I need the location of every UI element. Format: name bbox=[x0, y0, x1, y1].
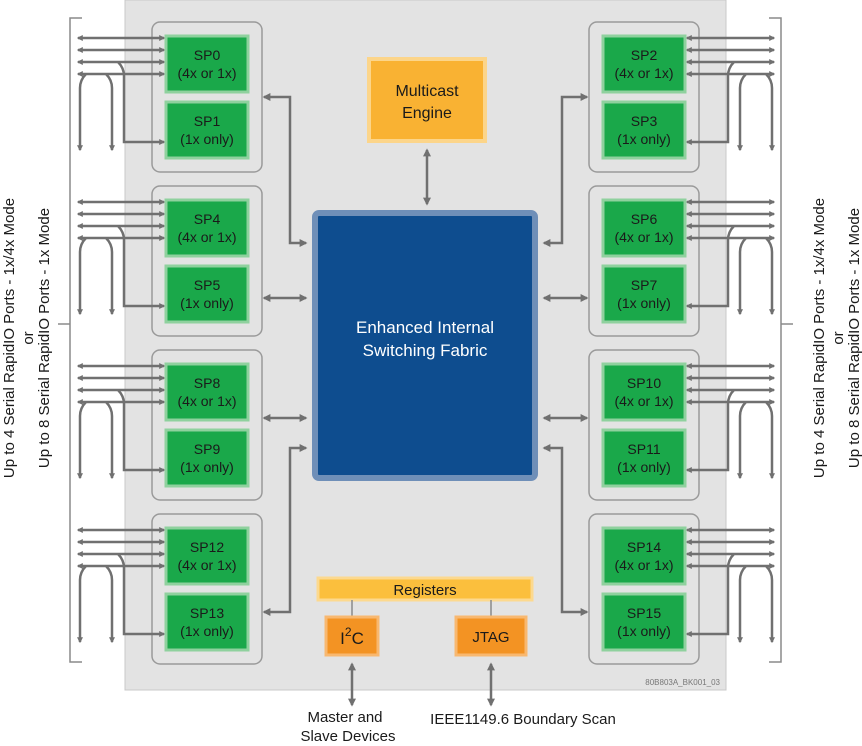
port-mode: (1x only) bbox=[617, 623, 671, 639]
left-label-line2: or bbox=[20, 331, 37, 344]
left-side-label: Up to 4 Serial RapidIO Ports - 1x/4x Mod… bbox=[1, 198, 18, 478]
serial-lanes-sp12 bbox=[76, 527, 166, 644]
port-sp12 bbox=[164, 526, 250, 586]
port-name: SP11 bbox=[627, 441, 660, 457]
left-label-line3: Up to 8 Serial RapidIO Ports - 1x Mode bbox=[36, 208, 53, 468]
sp0-fabric-link bbox=[262, 93, 308, 247]
master-slave-line2: Slave Devices bbox=[300, 728, 395, 745]
i2c-label: I2C bbox=[340, 625, 364, 648]
port-mode: (4x or 1x) bbox=[614, 393, 673, 409]
port-group-right-2 bbox=[588, 349, 700, 501]
port-mode: (1x only) bbox=[180, 131, 234, 147]
port-group-right-3 bbox=[588, 513, 700, 665]
registers-block bbox=[316, 576, 534, 602]
port-sp14 bbox=[601, 526, 687, 586]
port-mode: (4x or 1x) bbox=[614, 65, 673, 81]
right-bracket bbox=[769, 17, 782, 663]
serial-lanes-sp8 bbox=[76, 363, 166, 480]
port-group-left-1 bbox=[151, 185, 263, 337]
right-label-line2: or bbox=[830, 331, 847, 344]
port-mode: (1x only) bbox=[180, 623, 234, 639]
serial-lanes-sp2 bbox=[685, 35, 776, 152]
serial-lanes-sp14 bbox=[685, 527, 776, 644]
jtag-block bbox=[454, 615, 528, 657]
port-sp1 bbox=[164, 100, 250, 160]
registers-label: Registers bbox=[393, 582, 456, 599]
switching-fabric-block bbox=[312, 210, 538, 481]
port-mode: (1x only) bbox=[180, 295, 234, 311]
port-sp2 bbox=[601, 34, 687, 94]
port-name: SP2 bbox=[631, 47, 658, 63]
port-name: SP1 bbox=[194, 113, 221, 129]
port-name: SP3 bbox=[631, 113, 658, 129]
port-group-right-1 bbox=[588, 185, 700, 337]
port-group-right-0 bbox=[588, 21, 700, 173]
port-name: SP7 bbox=[631, 277, 658, 293]
boundary-scan-label: IEEE1149.6 Boundary Scan bbox=[430, 711, 616, 728]
serial-lanes-sp0 bbox=[76, 35, 166, 152]
port-mode: (4x or 1x) bbox=[614, 557, 673, 573]
serial-lanes-sp10 bbox=[685, 363, 776, 480]
port-sp0 bbox=[164, 34, 250, 94]
port-mode: (4x or 1x) bbox=[177, 393, 236, 409]
port-mode: (4x or 1x) bbox=[177, 557, 236, 573]
master-slave-line1: Master and bbox=[307, 709, 382, 726]
port-mode: (4x or 1x) bbox=[177, 65, 236, 81]
port-mode: (4x or 1x) bbox=[177, 229, 236, 245]
right-label-line1: Up to 4 Serial RapidIO Ports - 1x/4x Mod… bbox=[811, 198, 828, 478]
left-label-line1: Up to 4 Serial RapidIO Ports - 1x/4x Mod… bbox=[1, 198, 18, 478]
multicast-engine-block bbox=[367, 57, 487, 143]
right-side-label: Up to 4 Serial RapidIO Ports - 1x/4x Mod… bbox=[811, 198, 828, 478]
multicast-line2: Engine bbox=[402, 105, 452, 122]
serial-lanes-sp6 bbox=[685, 199, 776, 316]
port-sp10 bbox=[601, 362, 687, 422]
port-group-left-2 bbox=[151, 349, 263, 501]
fabric-line1: Enhanced Internal bbox=[356, 318, 494, 337]
port-mode: (1x only) bbox=[617, 295, 671, 311]
port-sp7 bbox=[601, 264, 687, 324]
fabric-line2: Switching Fabric bbox=[363, 341, 488, 360]
port-name: SP8 bbox=[194, 375, 221, 391]
port-sp9 bbox=[164, 428, 250, 488]
port-sp4 bbox=[164, 198, 250, 258]
right-label-line3: Up to 8 Serial RapidIO Ports - 1x Mode bbox=[846, 208, 862, 468]
port-name: SP0 bbox=[194, 47, 221, 63]
port-name: SP15 bbox=[627, 605, 661, 621]
port-sp3 bbox=[601, 100, 687, 160]
port-name: SP9 bbox=[194, 441, 221, 457]
port-name: SP13 bbox=[190, 605, 224, 621]
port-sp13 bbox=[164, 592, 250, 652]
jtag-label: JTAG bbox=[472, 629, 509, 646]
port-name: SP12 bbox=[190, 539, 224, 555]
sp13-fabric-link bbox=[262, 444, 308, 616]
port-group-left-0 bbox=[151, 21, 263, 173]
port-mode: (4x or 1x) bbox=[614, 229, 673, 245]
port-name: SP10 bbox=[627, 375, 661, 391]
port-mode: (1x only) bbox=[617, 131, 671, 147]
port-group-left-3 bbox=[151, 513, 263, 665]
port-sp8 bbox=[164, 362, 250, 422]
port-mode: (1x only) bbox=[180, 459, 234, 475]
sp15-fabric-link bbox=[542, 444, 589, 616]
port-sp5 bbox=[164, 264, 250, 324]
port-mode: (1x only) bbox=[617, 459, 671, 475]
port-sp11 bbox=[601, 428, 687, 488]
port-sp6 bbox=[601, 198, 687, 258]
i2c-block bbox=[324, 615, 380, 657]
left-bracket bbox=[69, 17, 82, 663]
port-name: SP6 bbox=[631, 211, 658, 227]
multicast-line1: Multicast bbox=[395, 83, 459, 100]
port-name: SP5 bbox=[194, 277, 221, 293]
sp3-fabric-link bbox=[542, 93, 589, 247]
serial-lanes-sp4 bbox=[76, 199, 166, 316]
figure-id: 80B803A_BK001_03 bbox=[645, 678, 720, 687]
port-name: SP14 bbox=[627, 539, 661, 555]
port-name: SP4 bbox=[194, 211, 221, 227]
port-sp15 bbox=[601, 592, 687, 652]
